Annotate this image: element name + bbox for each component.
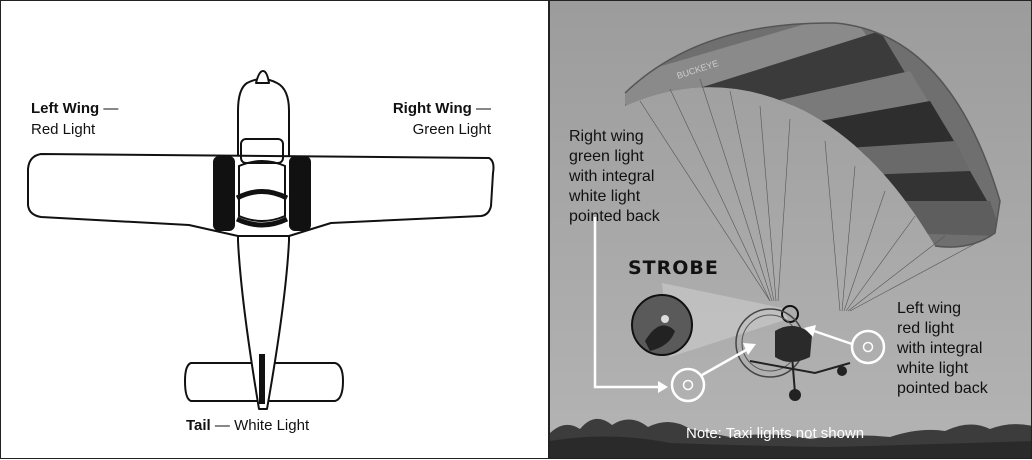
windshield bbox=[240, 138, 284, 164]
taxi-lights-note: Note: Taxi lights not shown bbox=[686, 425, 865, 442]
left-wing-dash: — bbox=[99, 100, 119, 117]
vertical-fin bbox=[259, 354, 265, 404]
seat-rear bbox=[235, 216, 289, 228]
tail-title: Tail bbox=[186, 417, 211, 434]
left-wing-note-line: red light bbox=[897, 320, 954, 337]
strobe-location bbox=[781, 305, 799, 323]
right-nacelle bbox=[289, 156, 311, 231]
left-wing-marker bbox=[804, 325, 886, 365]
strobe-beam bbox=[662, 283, 788, 357]
right-wing-note-line: green light bbox=[569, 148, 644, 165]
right-wing-light: Green Light bbox=[412, 121, 491, 138]
right-wing-label: Right Wing — Green Light bbox=[379, 98, 491, 140]
right-wing-title: Right Wing bbox=[392, 100, 472, 117]
right-wing-note-line: Right wing bbox=[569, 128, 644, 145]
tail-light: — White Light bbox=[210, 417, 310, 434]
left-wing-note-line: with integral bbox=[897, 340, 983, 357]
suspension-lines bbox=[639, 78, 981, 312]
left-wing-note-line: Left wing bbox=[897, 300, 962, 317]
seat-front bbox=[235, 189, 289, 201]
right-wing-dash: — bbox=[471, 100, 491, 117]
parachute-photo-panel: BUCKEYE bbox=[549, 0, 1032, 459]
left-wing-note: Left wing red light with integral white … bbox=[897, 299, 988, 399]
right-wing-note-line: white light bbox=[569, 188, 641, 205]
strobe-label: STROBE bbox=[628, 257, 719, 279]
cockpit-outline bbox=[238, 160, 286, 222]
spinner bbox=[255, 70, 270, 84]
left-wing-label: Left Wing — Red Light bbox=[31, 98, 118, 140]
left-wing-note-line: pointed back bbox=[897, 380, 988, 397]
right-wing-note: Right wing green light with integral whi… bbox=[569, 127, 660, 227]
tail-label: Tail — White Light bbox=[186, 415, 309, 436]
airplane-drawing bbox=[27, 70, 495, 410]
right-wing-note-line: with integral bbox=[569, 168, 655, 185]
left-wing-light: Red Light bbox=[31, 121, 96, 138]
parachute-photo: BUCKEYE bbox=[550, 1, 1031, 458]
wings bbox=[27, 153, 495, 237]
left-nacelle bbox=[213, 156, 235, 231]
left-wing-note-line: white light bbox=[897, 360, 969, 377]
right-wing-note-line: pointed back bbox=[569, 208, 660, 225]
airplane-diagram-panel: Left Wing — Red Light Right Wing — Green… bbox=[0, 0, 549, 459]
left-wing-title: Left Wing bbox=[31, 100, 100, 117]
right-wing-marker bbox=[593, 217, 756, 403]
